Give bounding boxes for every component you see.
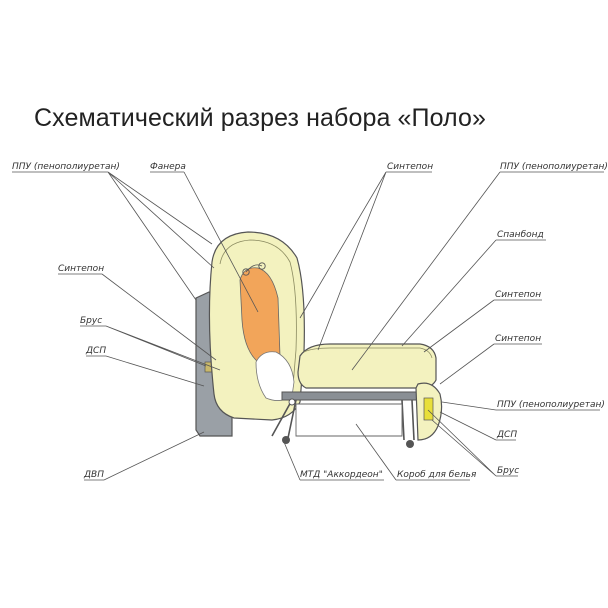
backrest-insert: [255, 351, 295, 401]
frame-wheel-2: [406, 440, 414, 448]
brus-right-leader: [427, 409, 497, 477]
label-ppu-left: ППУ (пенополиуретан): [12, 162, 120, 172]
label-fanera: Фанера: [150, 162, 186, 172]
dsp-right-leader: [439, 411, 497, 441]
label-dsp-right: ДСП: [496, 430, 517, 440]
label-brus-right: Брус: [497, 466, 519, 476]
dsp-left-leader: [105, 355, 205, 387]
label-brus-left: Брус: [80, 316, 102, 326]
backrest-sintepon-line: [219, 239, 297, 399]
sintepon-right1-leader: [423, 299, 495, 353]
label-sintepon-top: Синтепон: [387, 162, 433, 172]
mtd-leader: [283, 441, 301, 481]
ppu-left-leader: [107, 171, 215, 301]
spring-ring-1: [242, 268, 250, 276]
sintepon-right2-leader: [439, 343, 495, 385]
label-dvp: ДВП: [83, 470, 104, 480]
korob-leader: [355, 423, 397, 481]
frame-legs: [271, 399, 415, 441]
spring-ring-2: [258, 262, 266, 270]
frame-rail: [281, 391, 421, 401]
label-mtd: МТД "Аккордеон": [300, 470, 383, 480]
sintepon-top-leader: [299, 171, 387, 351]
ppu-right-top-leader: [351, 171, 501, 371]
label-sintepon-right2: Синтепон: [495, 334, 541, 344]
seat-foam: [297, 343, 437, 389]
fanera-leader: [183, 171, 259, 313]
dvp-leader: [103, 431, 205, 481]
label-korob: Короб для белья: [397, 470, 477, 480]
laundry-box: [295, 403, 403, 437]
seat-sintepon-line: [303, 347, 433, 359]
label-spanbond: Спанбонд: [497, 230, 544, 240]
label-dsp-left: ДСП: [85, 346, 106, 356]
label-ppu-right-top: ППУ (пенополиуретан): [500, 162, 608, 172]
spanbond-leader: [401, 239, 497, 347]
spring-wire: [245, 264, 263, 273]
diagram-title: Схематический разрез набора «Поло»: [34, 104, 487, 132]
frame-wheel-1: [282, 436, 290, 444]
label-sintepon-left: Синтепон: [58, 264, 104, 274]
sintepon-left-leader: [101, 273, 217, 361]
label-ppu-right-bottom: ППУ (пенополиуретан): [497, 400, 605, 410]
brus-left-leader: [105, 325, 221, 371]
label-sintepon-right1: Синтепон: [495, 290, 541, 300]
ppu-right-bottom-leader: [441, 401, 497, 411]
front-brus: [423, 397, 434, 421]
frame-hinge: [288, 398, 296, 406]
